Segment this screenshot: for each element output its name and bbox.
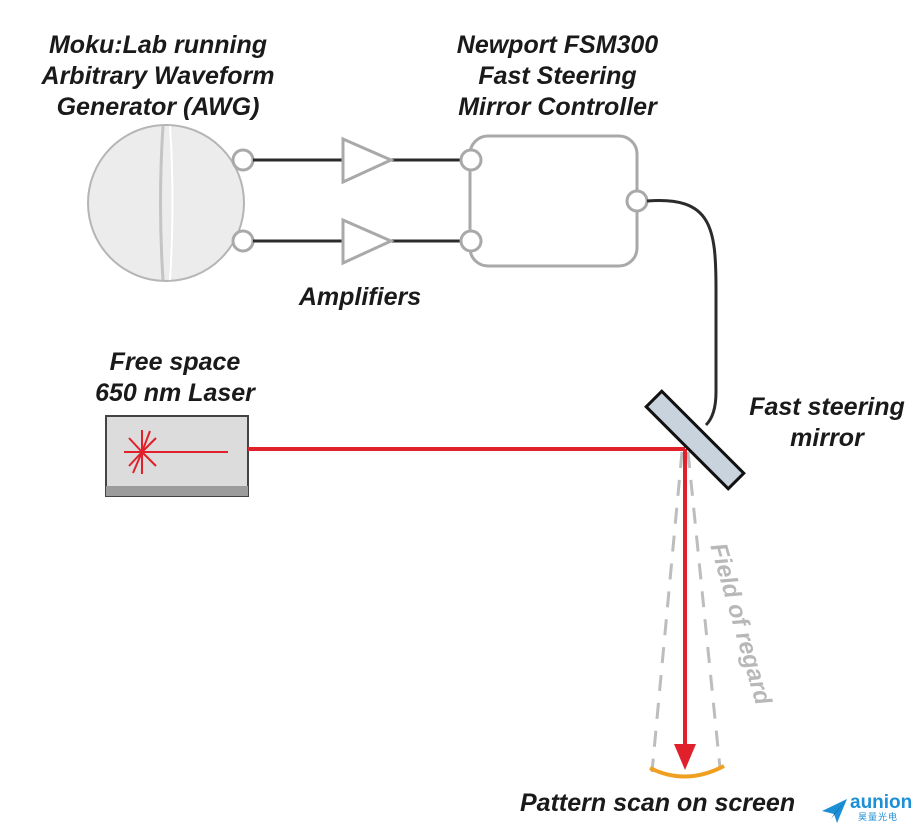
moku-port-1 (231, 148, 255, 172)
moku-port-2 (231, 229, 255, 253)
newport-label-line: Fast Steering (478, 62, 637, 90)
controller-port-out (625, 189, 649, 213)
fast-steering-mirror-label: Fast steering mirror (730, 392, 924, 454)
pattern-scan-label: Pattern scan on screen (520, 789, 796, 817)
newport-label: Newport FSM300 Fast Steering Mirror Cont… (420, 30, 695, 123)
laser-source (105, 415, 249, 497)
amplifier-triangle-icon (341, 136, 395, 185)
controller-port-in-1 (459, 148, 483, 172)
controller-port-in-2 (459, 229, 483, 253)
scan-arc (649, 764, 725, 779)
fsm-controller-box-icon (468, 134, 639, 268)
newport-label-line: Mirror Controller (458, 93, 657, 121)
beam-arrowhead (674, 744, 696, 770)
laser-label-line: Free space (109, 348, 241, 376)
amplifiers-label: Amplifiers (298, 283, 422, 311)
fsm-label-line: mirror (790, 424, 864, 452)
moku-label-line: Moku:Lab running (48, 31, 268, 59)
laser-label-line: 650 nm Laser (95, 379, 255, 407)
mirror-cable (646, 199, 718, 427)
moku-label: Moku:Lab running Arbitrary Waveform Gene… (18, 30, 298, 123)
moku-label-line: Arbitrary Waveform (41, 62, 275, 90)
moku-label-line: Generator (AWG) (56, 93, 260, 121)
newport-label-line: Newport FSM300 (456, 31, 659, 59)
field-of-regard-lines (650, 451, 722, 773)
logo-subtext: 昊量光电 (858, 813, 899, 823)
mirror-icon (644, 389, 746, 491)
signal-wires (253, 158, 461, 243)
fsm-label-line: Fast steering (749, 393, 905, 421)
moku-lab-device-icon (87, 124, 245, 282)
logo-text: aunion (850, 792, 913, 813)
aunion-logo: aunion 昊量光电 (820, 793, 920, 829)
logo-plane-icon (822, 799, 847, 823)
laser-burst-icon (124, 430, 228, 474)
laser-label: Free space 650 nm Laser (70, 347, 280, 409)
amplifier-triangle-icon (341, 217, 395, 266)
